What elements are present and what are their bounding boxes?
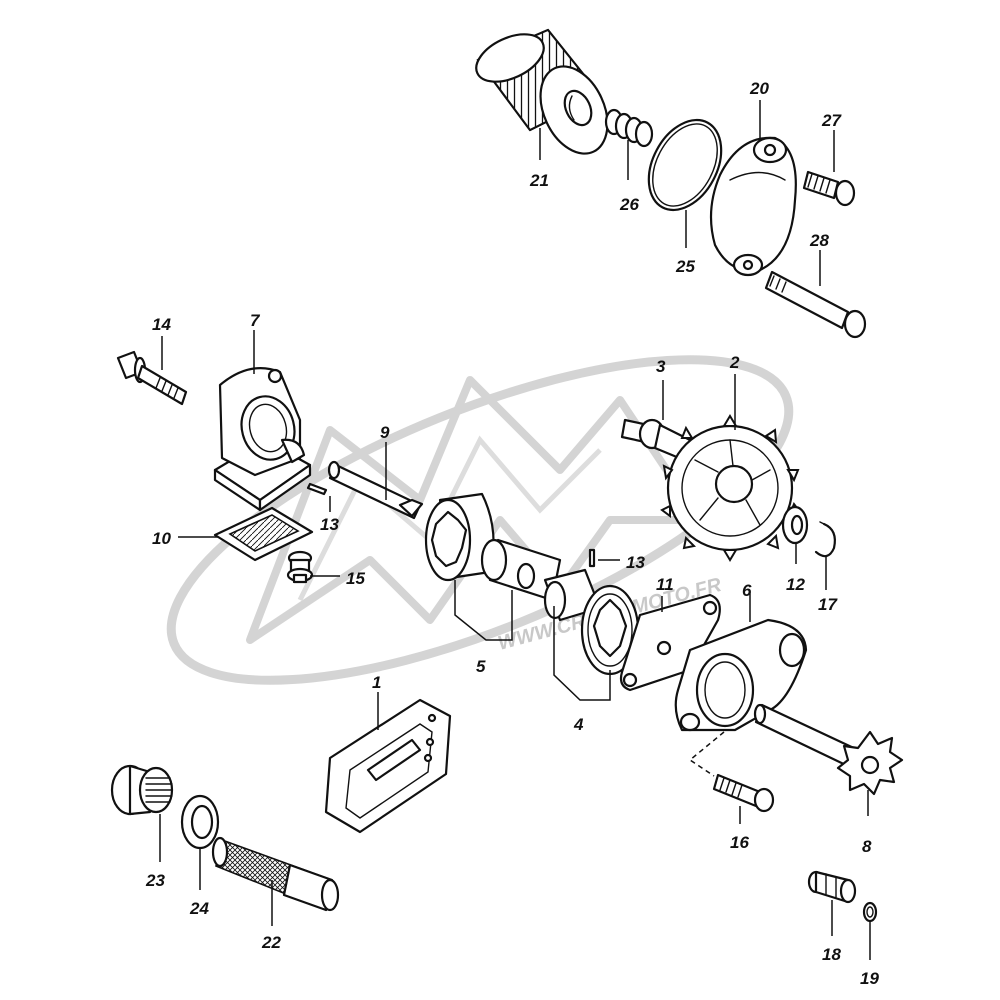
part-8-drive-shaft-gear [753,703,904,796]
callout-13-lower: 13 [626,553,645,572]
part-25-o-ring [647,118,723,212]
part-7-strainer-housing [213,367,312,512]
part-14-flange-bolt [116,350,188,406]
part-21-oil-filter [475,28,609,155]
part-16-pump-bolt [712,773,775,813]
callout-20: 20 [749,79,769,98]
callout-8: 8 [862,837,872,856]
callout-12: 12 [786,575,805,594]
part-19-small-o-ring [862,901,878,923]
callout-14: 14 [152,315,171,334]
part-28-long-bolt [764,270,867,339]
part-9-pump-shaft [327,460,424,520]
part-18-union-fitting [807,870,857,904]
callout-16: 16 [730,833,749,852]
callout-6: 6 [742,581,752,600]
callout-17: 17 [818,595,838,614]
callout-7: 7 [250,311,261,330]
callout-1: 1 [372,673,381,692]
part-17-circlip [814,521,836,558]
callout-24: 24 [189,899,209,918]
part-12-washer [781,505,809,545]
part-10-screen [213,506,314,562]
callout-2: 2 [729,353,740,372]
callout-28: 28 [809,231,829,250]
callout-26: 26 [619,195,639,214]
callout-5: 5 [476,657,486,676]
part-20-filter-cover [709,136,797,277]
callout-4: 4 [573,715,584,734]
callout-11: 11 [656,575,674,594]
part-23-drain-plug [110,764,174,816]
callout-18: 18 [822,945,841,964]
part-1-gasket [324,698,452,834]
callout-15: 15 [346,569,365,588]
callout-19: 19 [860,969,879,988]
callout-27: 27 [821,111,842,130]
part-13-pin-upper [306,482,328,496]
part-4-rotor-set [543,568,640,676]
callout-10: 10 [152,529,171,548]
leader-lines [159,100,871,960]
callout-3: 3 [656,357,666,376]
part-2-driven-gear [660,414,802,562]
callout-23: 23 [145,871,165,890]
part-6-pump-body [674,618,808,732]
part-26-spring [604,108,654,148]
part-24-gasket-washer [180,794,220,850]
callout-labels: 21 26 25 20 27 28 14 7 9 13 10 15 13 3 2… [145,79,879,988]
callout-25: 25 [675,257,695,276]
callout-22: 22 [261,933,281,952]
part-13-pin-lower [588,548,596,568]
part-22-oil-strainer [211,836,340,912]
part-15-screen-bolt [286,550,314,584]
callout-9: 9 [380,423,390,442]
callout-21: 21 [529,171,549,190]
part-27-short-bolt [802,170,856,207]
callout-13-upper: 13 [320,515,339,534]
